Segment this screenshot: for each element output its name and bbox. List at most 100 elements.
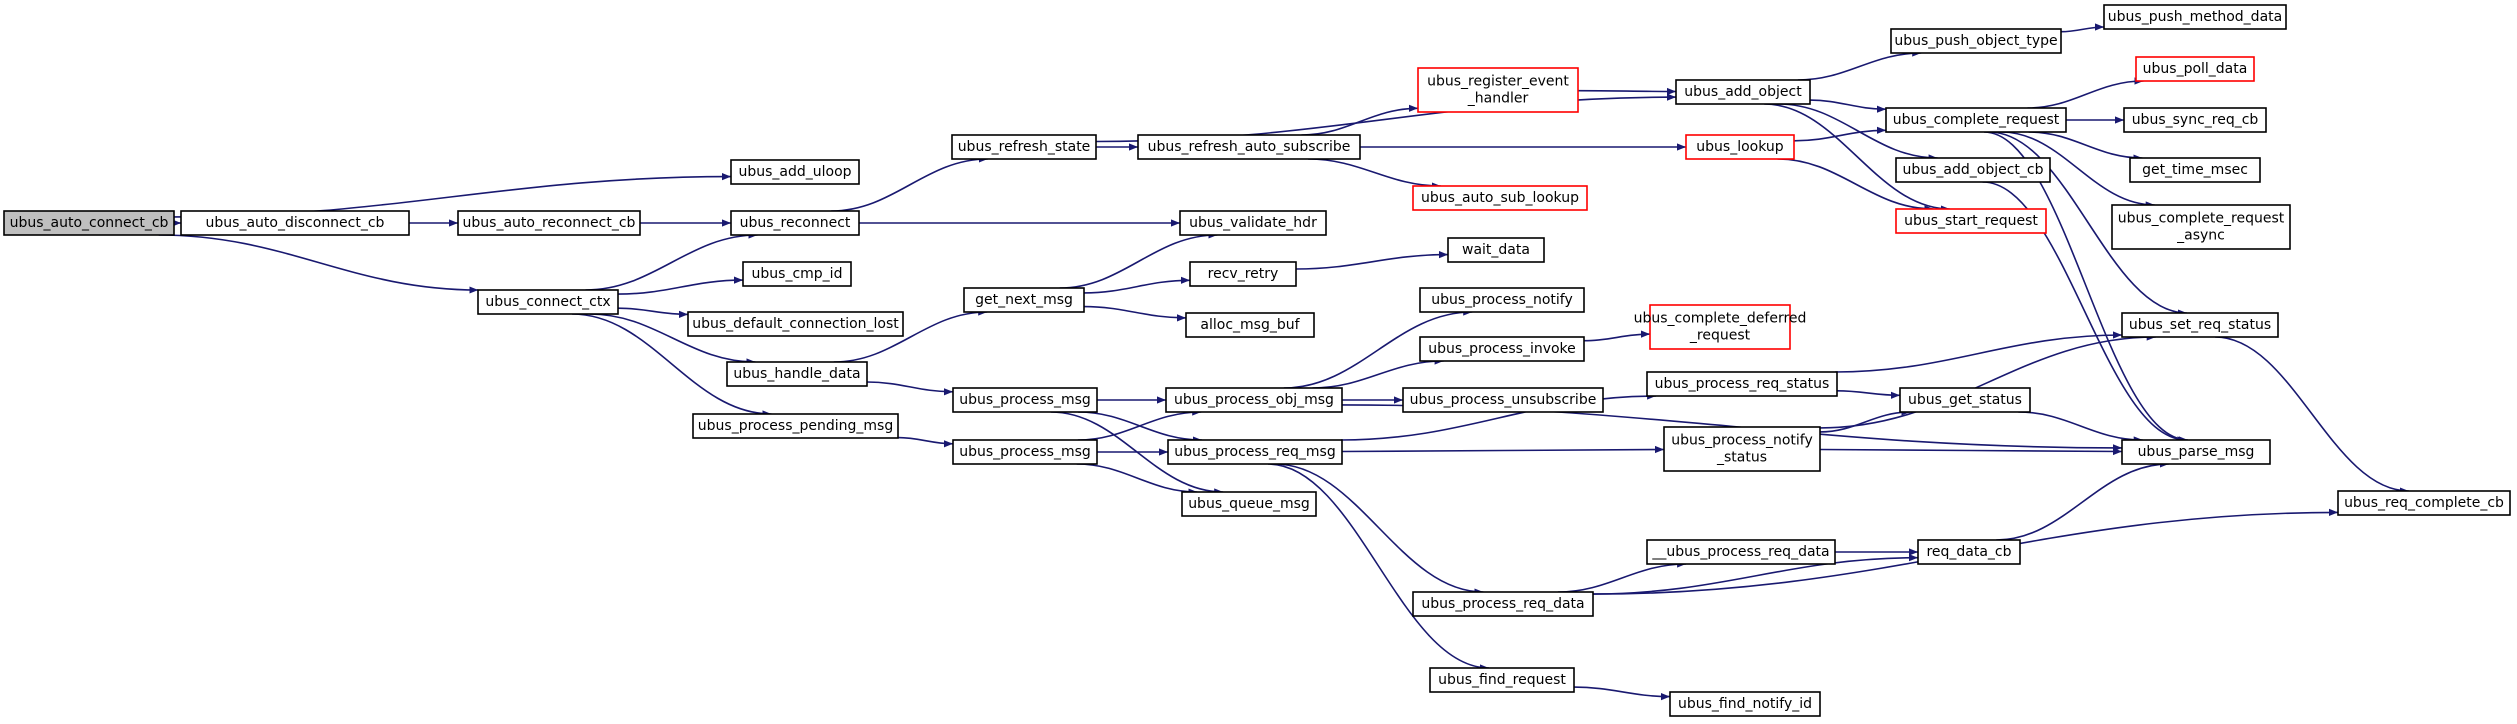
node-push-method-data: ubus_push_method_data (2103, 4, 2287, 30)
node-box (2129, 157, 2261, 183)
node-box (692, 413, 899, 439)
node-process-unsubscribe: ubus_process_unsubscribe (1402, 387, 1604, 413)
node-box (1185, 312, 1315, 338)
node-complete-request-async: ubus_complete_request_async (2111, 204, 2291, 250)
node-label: ubus_process_pending_msg (698, 418, 893, 434)
node-label: ubus_sync_req_cb (2132, 112, 2259, 128)
node-label: ubus_process_msg (959, 444, 1091, 460)
node-label: ubus_get_status (1908, 392, 2022, 408)
node-box (1179, 210, 1327, 236)
edge-line (2027, 77, 2144, 109)
node-label: ubus_handle_data (733, 366, 860, 382)
edge-line (585, 231, 758, 291)
node-reconnect: ubus_reconnect (730, 210, 860, 236)
node-label: ubus_cmp_id (752, 266, 843, 282)
node-label: _status (1716, 450, 1767, 466)
node-box (477, 289, 619, 315)
edge-handle_data-to-process_msg_1 (866, 381, 954, 396)
node-label: get_time_msec (2142, 162, 2248, 178)
node-process-msg-2: ubus_process_msg (952, 439, 1098, 465)
edge-line (1059, 231, 1218, 289)
edge-get_next_msg-to-alloc_msg_buf (1083, 305, 1187, 322)
edge-line (1295, 251, 1449, 270)
edge-line (1267, 463, 1490, 672)
edge-line (831, 155, 988, 212)
node-process-msg-1: ubus_process_msg (952, 387, 1098, 413)
node-box (726, 361, 868, 387)
node-label: ubus_process_notify (1431, 292, 1573, 308)
node-box (951, 134, 1097, 160)
node-box (1899, 387, 2031, 413)
node-cmp-id: ubus_cmp_id (742, 261, 852, 287)
node-box (1402, 387, 1604, 413)
node-register-event-handler[interactable]: ubus_register_event_handler (1417, 67, 1579, 113)
edge-process_req_data-to-req_data_cb (1592, 554, 1919, 595)
node-label: ubus_push_object_type (1894, 33, 2057, 49)
node-label: recv_retry (1208, 266, 1279, 282)
node-box (1412, 591, 1594, 617)
node-label: req_data_cb (1926, 544, 2011, 560)
node-label: ubus_refresh_auto_subscribe (1148, 139, 1351, 155)
node-label: ubus_default_connection_lost (692, 316, 899, 332)
node-poll-data[interactable]: ubus_poll_data (2135, 56, 2255, 82)
node-start-request[interactable]: ubus_start_request (1895, 208, 2047, 234)
node-label: ubus_process_req_data (1421, 596, 1584, 612)
edge-line (1583, 330, 1651, 342)
edge-line (2018, 411, 2143, 444)
node-lookup[interactable]: ubus_lookup (1685, 134, 1795, 160)
node-box (1417, 67, 1579, 113)
node-label: _handler (1467, 91, 1529, 107)
node-box (1429, 667, 1575, 693)
node-auto-connect-cb: ubus_auto_connect_cb (3, 210, 175, 236)
node-label: ubus_validate_hdr (1189, 215, 1317, 231)
node-recv-retry: recv_retry (1189, 261, 1297, 287)
node-label: ubus_set_req_status (2129, 317, 2271, 333)
node-box (1412, 185, 1588, 211)
edge-complete_request-to-get_time_msec (2028, 131, 2143, 162)
node-label: _async (2176, 228, 2225, 244)
node-box (3, 210, 175, 236)
node-box (1165, 387, 1343, 413)
edge-process_notify_status-to-get_status (1819, 408, 1911, 433)
node-label: ubus_auto_disconnect_cb (206, 215, 385, 231)
node-wait-data: wait_data (1447, 237, 1545, 263)
nodes-layer: ubus_auto_connect_cb ubus_auto_disconnect… (3, 4, 2511, 717)
node-process-invoke: ubus_process_invoke (1419, 336, 1585, 362)
node-box (2111, 204, 2291, 250)
node-process-req-msg: ubus_process_req_msg (1167, 439, 1343, 465)
node-get-time-msec: get_time_msec (2129, 157, 2261, 183)
node-box (1917, 539, 2021, 565)
edge-line (617, 307, 689, 318)
node-req-complete-cb: ubus_req_complete_cb (2337, 490, 2511, 516)
node-req-data-cb: req_data_cb (1917, 539, 2021, 565)
node-box (963, 287, 1085, 313)
edge-connect_ctx-to-process_pending_msg (571, 313, 772, 418)
node-label: ubus_auto_sub_lookup (1421, 190, 1579, 206)
edge-process_notify_status-to-parse_msg (1819, 447, 2123, 456)
node-label: ubus_lookup (1696, 139, 1783, 155)
node-label: wait_data (1462, 242, 1530, 258)
edge-connect_ctx-to-reconnect (585, 231, 758, 291)
node-find-request: ubus_find_request (1429, 667, 1575, 693)
edge-process_msg_2-to-queue_msg (1076, 463, 1198, 496)
edge-line (1777, 158, 1934, 213)
node-box (1885, 107, 2067, 133)
edge-line (1809, 99, 1887, 113)
node-complete-deferred-request[interactable]: ubus_complete_deferred_request (1634, 304, 1807, 350)
node-box (1669, 691, 1821, 717)
node-auto-sub-lookup[interactable]: ubus_auto_sub_lookup (1412, 185, 1588, 211)
edge-line (1797, 49, 1922, 81)
node-box (687, 311, 904, 337)
edge-lookup-to-complete_request (1793, 126, 1887, 142)
edge-lookup-to-start_request (1777, 158, 1934, 213)
node-box (1419, 287, 1585, 313)
node-label: __ubus_process_req_data (1651, 544, 1829, 560)
edge-complete_request-to-poll_data (2027, 77, 2144, 109)
node-label: ubus_reconnect (740, 215, 851, 231)
edge-reconnect-to-refresh_state (831, 155, 988, 212)
edge-line (2001, 131, 2155, 209)
edge-line (617, 276, 744, 295)
node-box (180, 210, 410, 236)
edge-get_status-to-parse_msg (2018, 411, 2143, 444)
